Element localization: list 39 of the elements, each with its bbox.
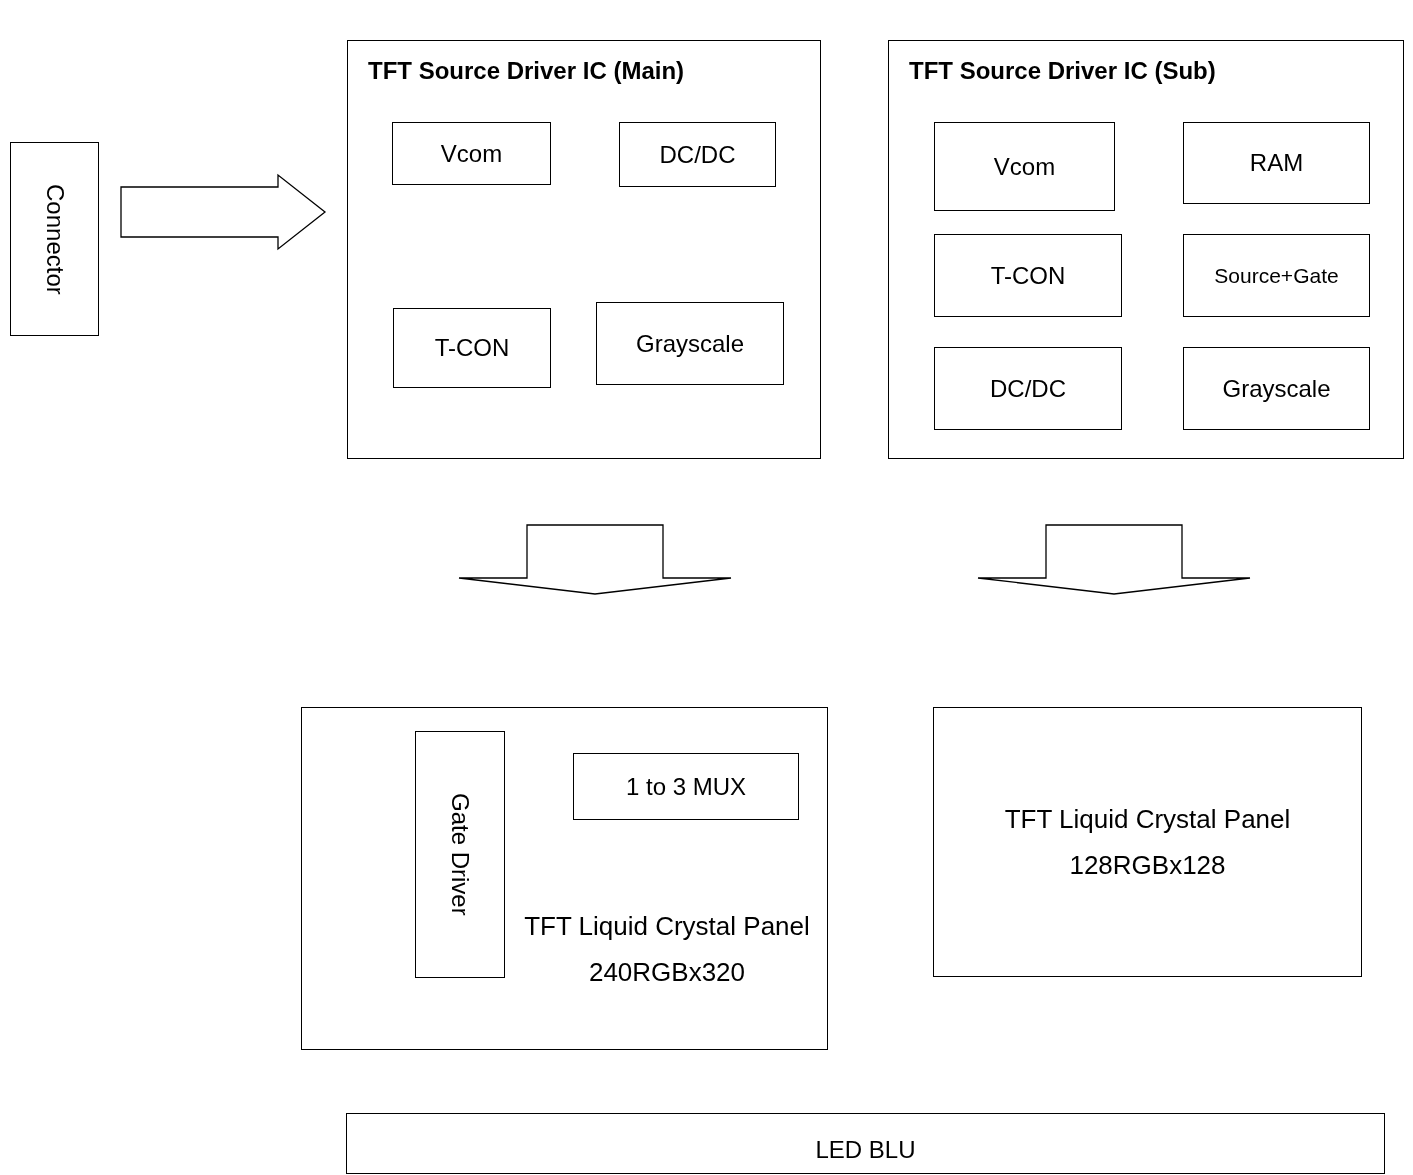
- function-block: [934, 347, 1122, 430]
- function-block: [934, 234, 1122, 317]
- block-label: DC/DC: [659, 139, 736, 170]
- function-block: [392, 122, 551, 185]
- block-label: DC/DC: [990, 373, 1066, 404]
- block-label: Vcom: [993, 151, 1056, 182]
- ic-block: [888, 40, 1404, 459]
- function-block: [393, 308, 551, 388]
- block-label: Source+Gate: [1214, 262, 1339, 289]
- function-block: [1183, 122, 1370, 204]
- block-label: Gate Driver: [446, 793, 475, 916]
- block-label: Grayscale: [635, 328, 744, 359]
- vertical-label-box: [415, 731, 505, 978]
- block-title: TFT Source Driver IC (Sub): [909, 56, 1216, 86]
- block-arrow: [458, 524, 732, 595]
- vertical-label-box: [10, 142, 99, 336]
- ic-block: [347, 40, 821, 459]
- block-label: Vcom: [440, 138, 503, 169]
- function-block: [596, 302, 784, 385]
- function-block: [619, 122, 776, 187]
- block-label: Connector: [40, 183, 70, 295]
- block-arrow: [977, 524, 1251, 595]
- block-label: LED BLU: [815, 1135, 916, 1165]
- function-block: [1183, 347, 1370, 430]
- block-label: T-CON: [434, 333, 510, 363]
- block-label: Grayscale: [1222, 373, 1331, 404]
- block-label: TFT Liquid Crystal Panel 240RGBx320: [523, 910, 811, 989]
- block-label: T-CON: [990, 260, 1066, 291]
- block-title: TFT Source Driver IC (Main): [368, 56, 685, 86]
- block-label: RAM: [1249, 148, 1304, 178]
- block-label: TFT Liquid Crystal Panel 128RGBx128: [1003, 803, 1292, 882]
- block-label: 1 to 3 MUX: [625, 771, 746, 802]
- block-arrow: [120, 173, 327, 251]
- backlight-bar: [346, 1113, 1385, 1174]
- function-block: [573, 753, 799, 820]
- panel-box: [933, 707, 1362, 977]
- panel-box: [301, 707, 828, 1050]
- function-block: [1183, 234, 1370, 317]
- function-block: [934, 122, 1115, 211]
